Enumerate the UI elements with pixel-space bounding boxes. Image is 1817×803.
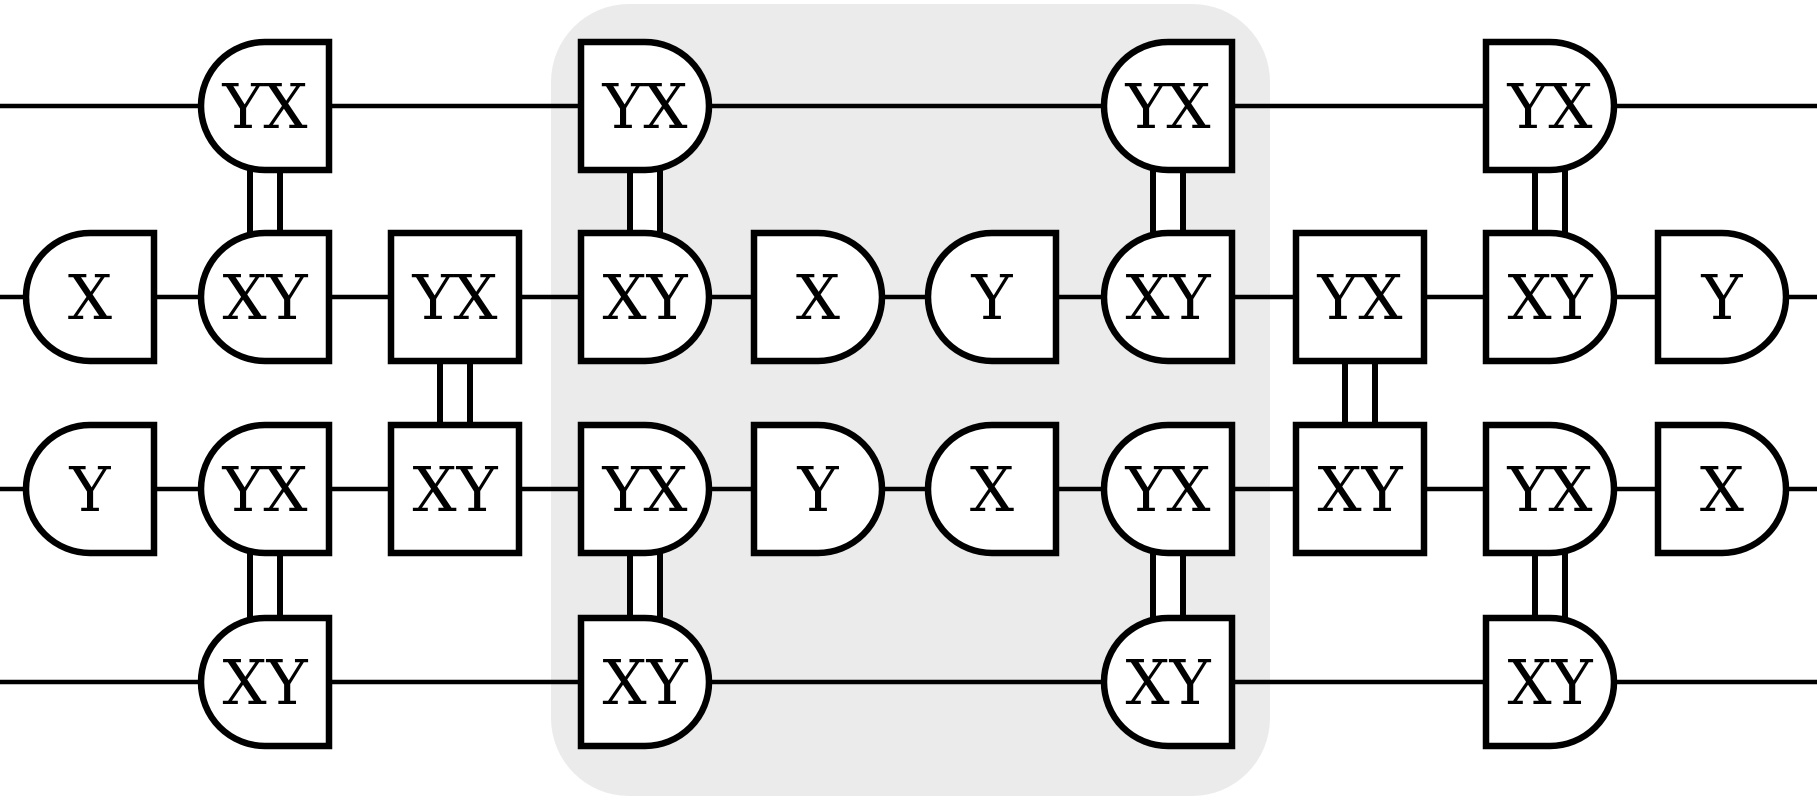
gate-c7-w1: YX bbox=[1292, 229, 1428, 365]
gate-label: XY bbox=[602, 646, 688, 719]
coupling-5 bbox=[1150, 165, 1186, 238]
gate-shape bbox=[577, 614, 713, 750]
gate-c9-w2: X bbox=[1654, 421, 1790, 557]
gate-label: Y bbox=[69, 453, 112, 526]
gate-shape bbox=[1654, 229, 1790, 365]
gate-label: X bbox=[1700, 453, 1744, 526]
coupling-9 bbox=[1532, 548, 1568, 623]
gate-c4-w2: Y bbox=[750, 421, 886, 557]
gate-shape bbox=[1292, 421, 1428, 557]
gate-label: X bbox=[68, 261, 112, 334]
gate-c8-w3: XY bbox=[1482, 614, 1618, 750]
gate-shape bbox=[1100, 614, 1236, 750]
gate-shape bbox=[197, 38, 333, 174]
gate-label: XY bbox=[1317, 453, 1403, 526]
coupling-2 bbox=[437, 356, 473, 430]
gate-c3-w0: YX bbox=[577, 38, 713, 174]
gate-shape bbox=[1482, 38, 1618, 174]
gate-label: XY bbox=[222, 646, 308, 719]
gate-shape bbox=[387, 229, 523, 365]
highlight-region bbox=[551, 4, 1270, 796]
gate-shape bbox=[197, 421, 333, 557]
gate-c8-w1: XY bbox=[1482, 229, 1618, 365]
gate-c7-w2: XY bbox=[1292, 421, 1428, 557]
gate-shape bbox=[1482, 614, 1618, 750]
gate-label: YX bbox=[411, 261, 497, 334]
gate-c1-w1: XY bbox=[197, 229, 333, 365]
gate-label: YX bbox=[601, 453, 687, 526]
gate-label: XY bbox=[1507, 646, 1593, 719]
gate-shape bbox=[924, 421, 1060, 557]
gate-c6-w1: XY bbox=[1100, 229, 1236, 365]
gate-c2-w1: YX bbox=[387, 229, 523, 365]
gate-c0-w2: Y bbox=[22, 421, 158, 557]
gate-shape bbox=[750, 421, 886, 557]
gate-shape bbox=[1100, 421, 1236, 557]
gate-shape bbox=[577, 38, 713, 174]
gate-label: XY bbox=[1125, 261, 1211, 334]
gates-layer: YXXYYXXYXYYXXYYXXYYXXYXYYXYXXYYXXYYXXYYX… bbox=[22, 38, 1790, 750]
gate-label: YX bbox=[1124, 70, 1210, 143]
gate-c5-w1: Y bbox=[924, 229, 1060, 365]
gate-c8-w2: YX bbox=[1482, 421, 1618, 557]
gate-label: X bbox=[796, 261, 840, 334]
gate-c2-w2: XY bbox=[387, 421, 523, 557]
gate-shape bbox=[387, 421, 523, 557]
gate-c6-w3: XY bbox=[1100, 614, 1236, 750]
gate-c1-w3: XY bbox=[197, 614, 333, 750]
gate-c1-w0: YX bbox=[197, 38, 333, 174]
coupling-4 bbox=[627, 548, 663, 623]
gate-shape bbox=[1482, 229, 1618, 365]
gate-label: YX bbox=[1506, 453, 1592, 526]
gate-c5-w2: X bbox=[924, 421, 1060, 557]
gate-label: YX bbox=[221, 453, 307, 526]
coupling-0 bbox=[247, 165, 283, 238]
gate-label: YX bbox=[601, 70, 687, 143]
gate-c0-w1: X bbox=[22, 229, 158, 365]
gate-shape bbox=[197, 614, 333, 750]
gate-label: YX bbox=[221, 70, 307, 143]
gate-c3-w1: XY bbox=[577, 229, 713, 365]
coupling-1 bbox=[247, 548, 283, 623]
gate-shape bbox=[577, 229, 713, 365]
gate-shape bbox=[1482, 421, 1618, 557]
gate-label: Y bbox=[971, 261, 1014, 334]
gate-shape bbox=[1292, 229, 1428, 365]
gate-label: YX bbox=[1124, 453, 1210, 526]
gate-label: Y bbox=[797, 453, 840, 526]
gate-c1-w2: YX bbox=[197, 421, 333, 557]
gate-shape bbox=[22, 229, 158, 365]
gate-c6-w0: YX bbox=[1100, 38, 1236, 174]
gate-c8-w0: YX bbox=[1482, 38, 1618, 174]
highlight-layer bbox=[551, 4, 1270, 796]
coupling-7 bbox=[1342, 356, 1378, 430]
gate-label: XY bbox=[1125, 646, 1211, 719]
coupling-3 bbox=[627, 165, 663, 238]
gate-shape bbox=[577, 421, 713, 557]
gate-c3-w3: XY bbox=[577, 614, 713, 750]
gate-label: XY bbox=[1507, 261, 1593, 334]
gate-c9-w1: Y bbox=[1654, 229, 1790, 365]
gate-label: YX bbox=[1316, 261, 1402, 334]
gate-label: X bbox=[970, 453, 1014, 526]
gate-shape bbox=[22, 421, 158, 557]
gate-c3-w2: YX bbox=[577, 421, 713, 557]
gate-label: YX bbox=[1506, 70, 1592, 143]
gate-shape bbox=[1100, 229, 1236, 365]
gate-label: XY bbox=[222, 261, 308, 334]
gate-label: XY bbox=[412, 453, 498, 526]
gate-c4-w1: X bbox=[750, 229, 886, 365]
gate-shape bbox=[1100, 38, 1236, 174]
gate-c6-w2: YX bbox=[1100, 421, 1236, 557]
gate-label: XY bbox=[602, 261, 688, 334]
gate-shape bbox=[197, 229, 333, 365]
coupling-6 bbox=[1150, 548, 1186, 623]
coupling-8 bbox=[1532, 165, 1568, 238]
gate-shape bbox=[750, 229, 886, 365]
gate-shape bbox=[924, 229, 1060, 365]
gate-shape bbox=[1654, 421, 1790, 557]
gate-label: Y bbox=[1701, 261, 1744, 334]
